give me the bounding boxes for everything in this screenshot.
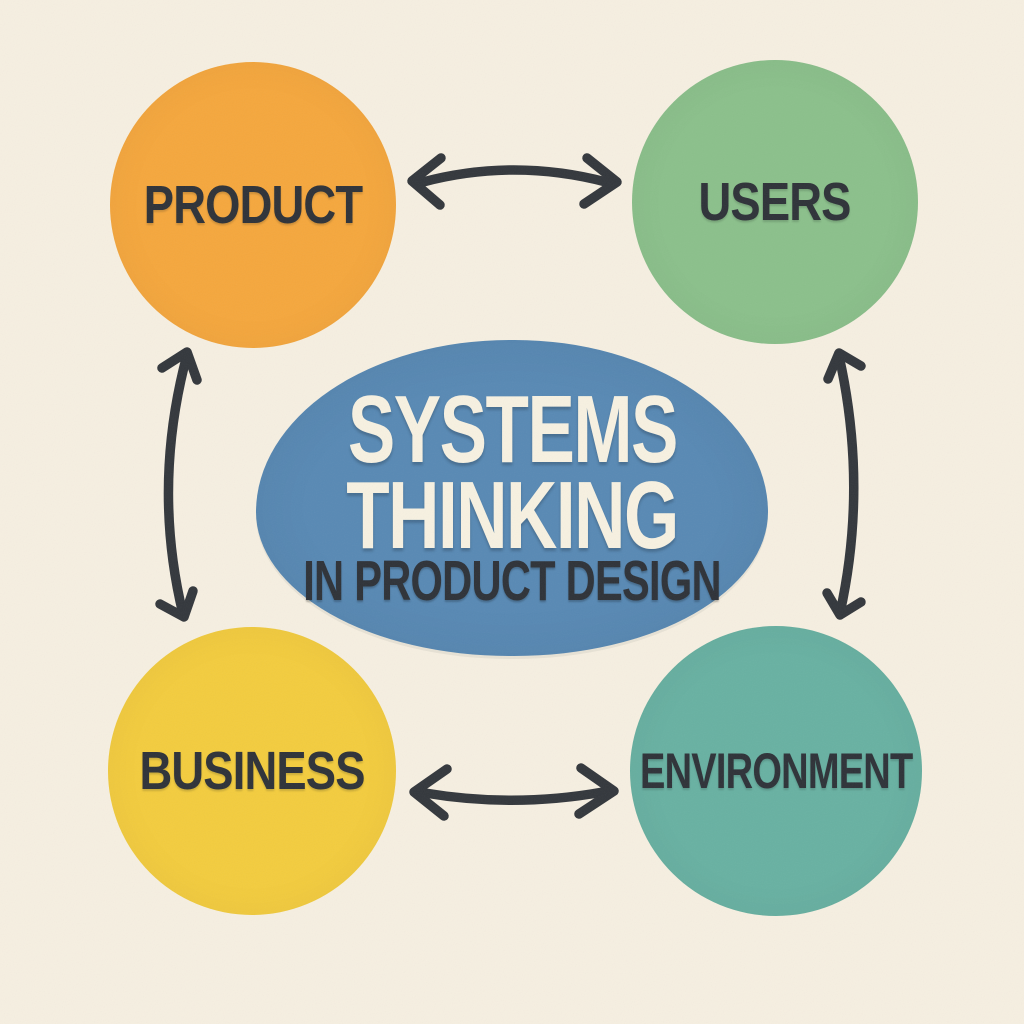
node-circle-business: BUSINESS — [108, 627, 396, 915]
bidirectional-arrow-users-environment — [822, 348, 866, 620]
node-label-users: USERS — [698, 172, 852, 232]
center-title-blob: SYSTEMS THINKING IN PRODUCT DESIGN — [256, 340, 768, 656]
node-circle-environment: ENVIRONMENT — [630, 626, 922, 916]
center-title-line-2-text: THINKING — [346, 462, 679, 569]
center-title-line-2: THINKING — [288, 462, 736, 569]
center-title-line-1: SYSTEMS — [290, 376, 735, 483]
center-title-line-1-text: SYSTEMS — [347, 376, 678, 483]
bidirectional-arrow-product-business — [155, 347, 202, 622]
bidirectional-arrow-product-users — [407, 153, 622, 210]
node-circle-users: USERS — [632, 60, 918, 344]
bidirectional-arrow-business-environment — [409, 763, 619, 821]
node-label-product: PRODUCT — [143, 175, 363, 235]
node-label-environment: ENVIRONMENT — [639, 743, 913, 799]
center-subtitle-text: IN PRODUCT DESIGN — [303, 549, 721, 613]
center-subtitle: IN PRODUCT DESIGN — [226, 549, 798, 613]
node-label-business: BUSINESS — [139, 741, 365, 801]
node-circle-product: PRODUCT — [110, 62, 396, 348]
